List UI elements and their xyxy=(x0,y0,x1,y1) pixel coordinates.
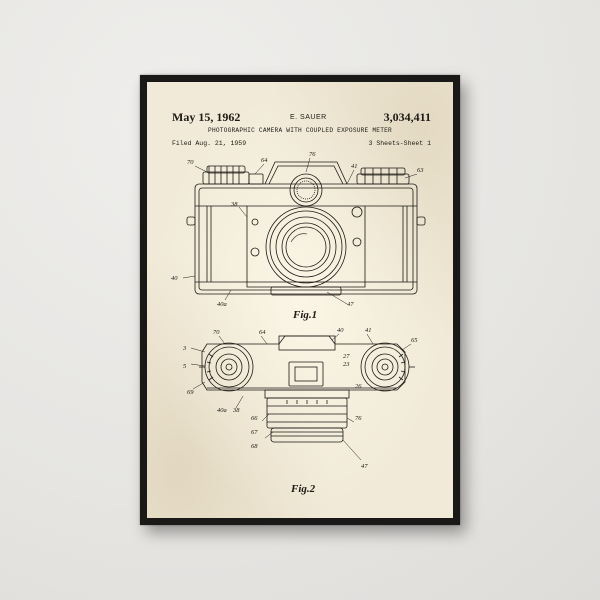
patent-number: 3,034,411 xyxy=(383,110,431,124)
ref-numeral: 63 xyxy=(417,167,424,174)
ref-numeral: 69 xyxy=(187,389,194,396)
ref-numeral: 64 xyxy=(259,329,266,336)
ref-numeral: 76 xyxy=(309,151,316,158)
reference-numerals: 70 64 76 41 63 38 40 40a 47 70 64 40 41 … xyxy=(171,151,424,495)
ref-numeral: 66 xyxy=(251,415,258,422)
sheet-count: 3 Sheets-Sheet 1 xyxy=(368,140,431,147)
fig2-label: Fig.2 xyxy=(290,483,316,495)
patent-poster: May 15, 1962 E. SAUER 3,034,411 PHOTOGRA… xyxy=(147,82,453,518)
poster-frame: May 15, 1962 E. SAUER 3,034,411 PHOTOGRA… xyxy=(140,75,460,525)
ref-numeral: 40 xyxy=(171,275,178,282)
ref-numeral: 40a xyxy=(217,407,227,414)
ref-numeral: 65 xyxy=(411,337,418,344)
ref-numeral: 67 xyxy=(251,429,258,436)
ref-numeral: 5 xyxy=(183,363,187,370)
ref-numeral: 40a xyxy=(217,301,227,308)
fig1-camera-front xyxy=(186,161,426,296)
ref-numeral: 23 xyxy=(343,361,350,368)
ref-numeral: 41 xyxy=(365,327,372,334)
patent-title: PHOTOGRAPHIC CAMERA WITH COUPLED EXPOSUR… xyxy=(208,127,392,134)
ref-numeral: 27 xyxy=(343,353,350,360)
reference-leaders xyxy=(182,157,418,461)
inventor-name: E. SAUER xyxy=(290,114,327,121)
ref-numeral: 68 xyxy=(251,443,258,450)
ref-numeral: 41 xyxy=(351,163,358,170)
fig2-camera-top xyxy=(199,335,415,443)
ref-numeral: 38 xyxy=(232,407,240,414)
fig1-label: Fig.1 xyxy=(292,309,317,321)
patent-date: May 15, 1962 xyxy=(172,110,241,124)
ref-numeral: 70 xyxy=(187,159,194,166)
ref-numeral: 3 xyxy=(182,345,187,352)
ref-numeral: 47 xyxy=(361,463,368,470)
ref-numeral: 40 xyxy=(337,327,344,334)
filed-date: Filed Aug. 21, 1959 xyxy=(172,140,247,147)
ref-numeral: 76 xyxy=(355,415,362,422)
ref-numeral: 47 xyxy=(347,301,354,308)
ref-numeral: 70 xyxy=(213,329,220,336)
camera-drawing: 70 64 76 41 63 38 40 40a 47 70 64 40 41 … xyxy=(171,151,426,495)
ref-numeral: 26 xyxy=(355,383,362,390)
ref-numeral: 64 xyxy=(261,157,268,164)
ref-numeral: 38 xyxy=(230,201,238,208)
